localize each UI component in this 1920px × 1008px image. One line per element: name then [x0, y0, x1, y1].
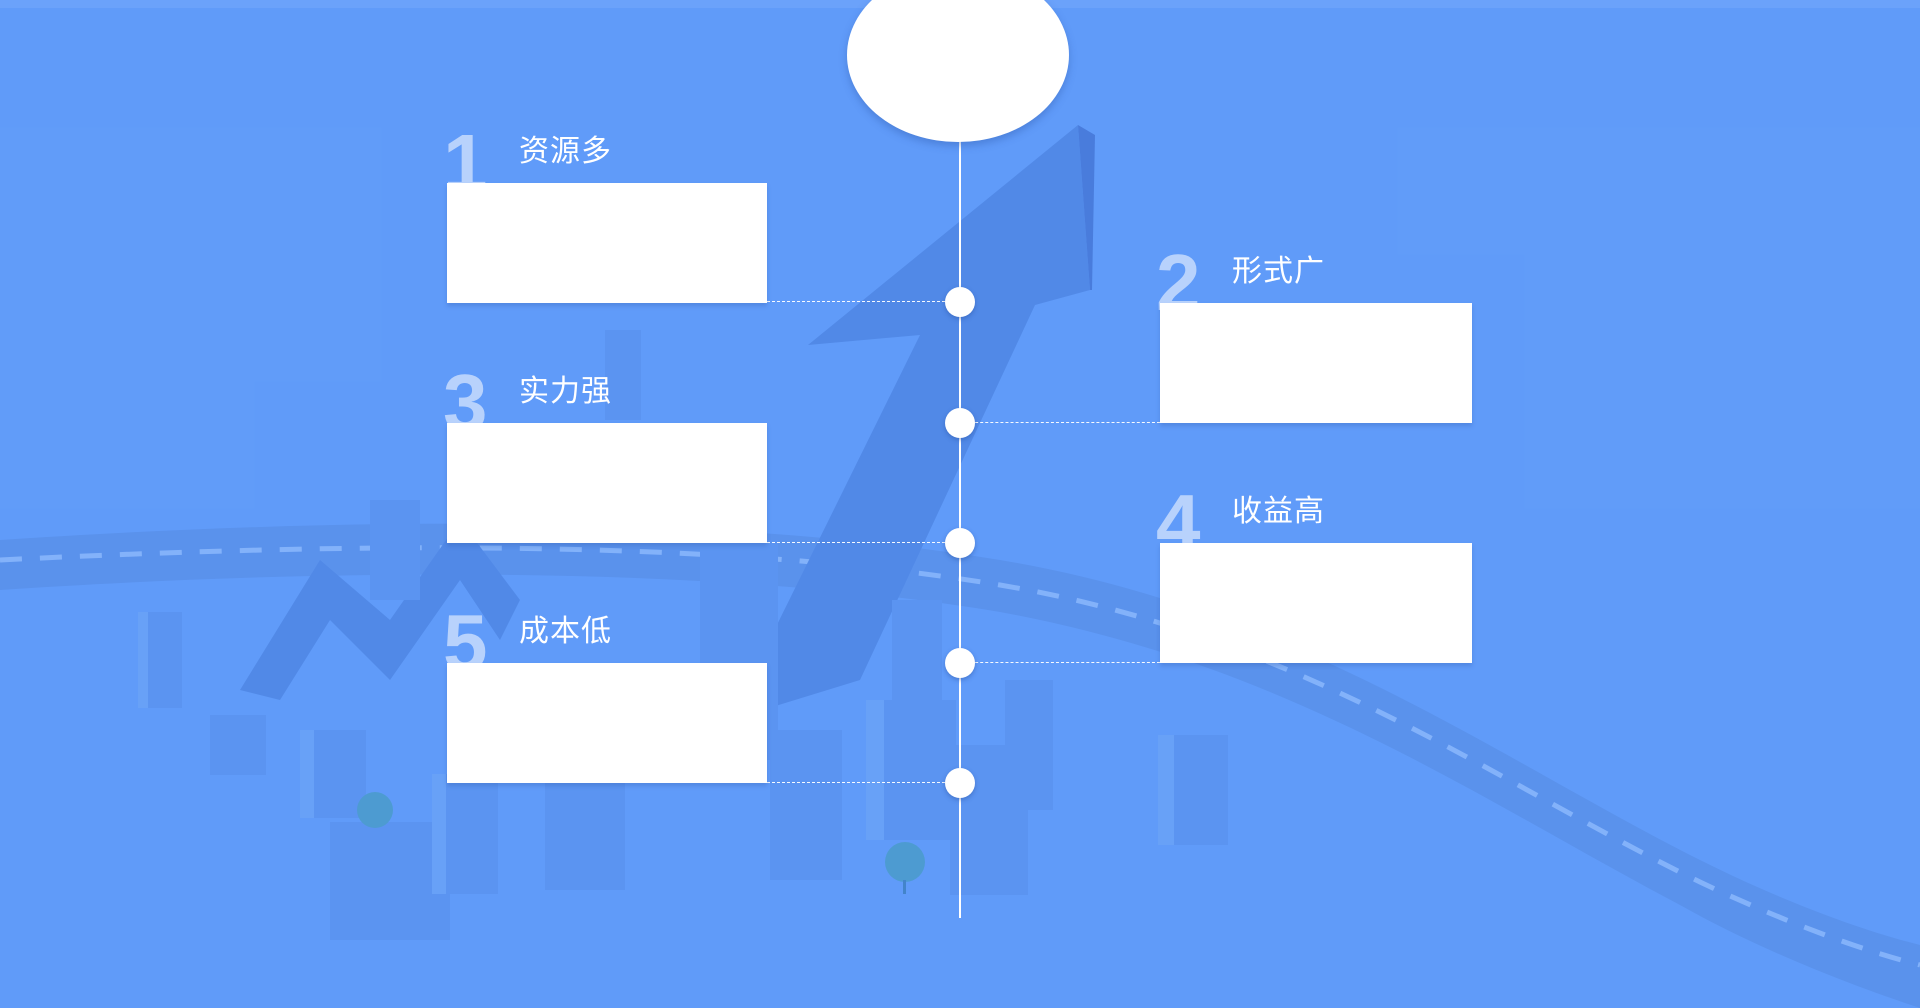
- item-title: 实力强: [519, 374, 612, 409]
- timeline-dot-1: [945, 287, 975, 317]
- buildings: [138, 330, 1228, 940]
- timeline-dot-3: [945, 528, 975, 558]
- item-title: 形式广: [1232, 254, 1325, 289]
- connector-2: [960, 422, 1160, 423]
- timeline-dot-4: [945, 648, 975, 678]
- timeline-item-2: 2 形式广: [1156, 238, 1480, 423]
- timeline-dot-2: [945, 408, 975, 438]
- item-text-box: [1160, 543, 1472, 663]
- connector-1: [767, 301, 960, 302]
- growth-arrow: [730, 125, 1090, 720]
- timeline-item-5: 5 成本低: [443, 598, 767, 783]
- item-text-box: [447, 663, 767, 783]
- timeline-item-1: 1 资源多: [443, 118, 767, 303]
- connector-3: [767, 542, 960, 543]
- roof-shape: [240, 520, 520, 700]
- item-title: 资源多: [519, 134, 612, 169]
- tree: [885, 842, 925, 882]
- item-title: 收益高: [1232, 494, 1325, 529]
- item-title: 成本低: [519, 614, 612, 649]
- tree: [357, 792, 393, 828]
- connector-5: [767, 782, 960, 783]
- timeline-axis: [959, 130, 961, 918]
- road-dashes: [0, 545, 1920, 968]
- building-tops: [138, 612, 1174, 894]
- item-text-box: [447, 423, 767, 543]
- connector-4: [960, 662, 1160, 663]
- road: [0, 523, 1920, 1008]
- item-text-box: [447, 183, 767, 303]
- timeline-item-4: 4 收益高: [1156, 478, 1480, 663]
- timeline-item-3: 3 实力强: [443, 358, 767, 543]
- item-text-box: [1160, 303, 1472, 423]
- timeline-dot-5: [945, 768, 975, 798]
- arrow-side: [1078, 125, 1095, 290]
- header-circle: [847, 0, 1069, 142]
